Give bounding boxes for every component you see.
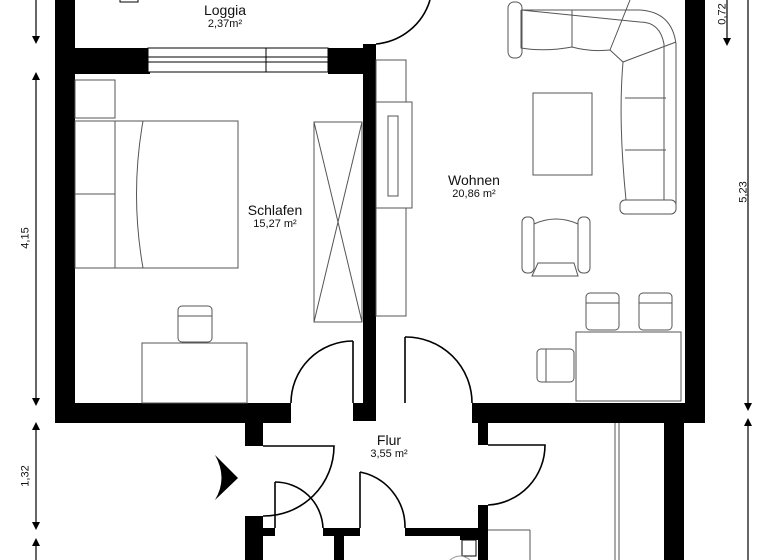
door-entrance[interactable] bbox=[262, 445, 335, 517]
door-bath-swing bbox=[274, 481, 324, 529]
dimension-label-right-living: 5,23 bbox=[737, 181, 750, 203]
door-living-swing bbox=[404, 336, 473, 404]
shelf-top bbox=[375, 59, 407, 103]
door-wc-swing bbox=[359, 471, 406, 529]
room-label-loggia: Loggia 2,37m² bbox=[204, 2, 246, 31]
dining-chair-1 bbox=[585, 292, 620, 331]
room-label-wohnen: Wohnen 20,86 m² bbox=[448, 172, 500, 201]
wall-left-outer bbox=[55, 0, 75, 423]
room-name: Schlafen bbox=[247, 202, 303, 218]
lower-rooms bbox=[449, 423, 620, 560]
wall-flur-left-top bbox=[245, 420, 263, 446]
wall-flur-right-top bbox=[478, 420, 488, 445]
tv bbox=[387, 115, 399, 197]
room-area: 20,86 m² bbox=[452, 188, 496, 200]
wall-flur-bottom-right bbox=[405, 528, 488, 536]
room-name: Flur bbox=[376, 432, 402, 448]
desk-chair bbox=[177, 305, 213, 343]
dining-chair-2 bbox=[638, 292, 673, 331]
room-name: Wohnen bbox=[448, 172, 500, 188]
door-loggia-swing[interactable] bbox=[375, 0, 431, 45]
dimension-label-right-loggia: 0,72 bbox=[716, 3, 729, 25]
wall-flur-left-ledge bbox=[245, 528, 275, 536]
sofa-armrest-left bbox=[507, 1, 523, 59]
room-label-flur: Flur 3,55 m² bbox=[370, 432, 407, 461]
coffee-table bbox=[532, 92, 593, 176]
walls bbox=[55, 0, 705, 560]
window-bedroom bbox=[147, 47, 329, 73]
room-area: 15,27 m² bbox=[253, 218, 297, 230]
bedroom-furniture bbox=[74, 79, 363, 404]
door-kitchen[interactable] bbox=[487, 444, 546, 506]
dimension-lines-right bbox=[723, 0, 752, 560]
wall-right-outer bbox=[685, 0, 705, 423]
wall-bedroom-living bbox=[363, 44, 376, 410]
room-area: 2,37m² bbox=[207, 18, 243, 30]
room-label-schlafen: Schlafen 15,27 m² bbox=[248, 202, 302, 231]
dining-table bbox=[575, 331, 682, 402]
dimension-label-left-bedroom: 4,15 bbox=[19, 227, 32, 249]
wall-flur-left-bottom bbox=[245, 516, 263, 560]
armchair bbox=[521, 216, 591, 277]
wall-flur-bottom-mid bbox=[323, 528, 360, 536]
door-bedroom-swing bbox=[290, 340, 354, 404]
entrance-arrow-icon bbox=[215, 455, 238, 500]
living-furniture bbox=[375, 0, 682, 402]
nightstand-top bbox=[74, 79, 116, 119]
dimension-label-left-flur: 1,32 bbox=[19, 465, 32, 487]
loggia-object bbox=[119, 0, 139, 3]
wall-right-lower bbox=[664, 420, 684, 560]
room-name: Loggia bbox=[203, 2, 247, 18]
dining-chair-3 bbox=[536, 348, 575, 383]
wall-living-bottom bbox=[472, 403, 697, 423]
shelf-bottom bbox=[375, 207, 407, 317]
wall-shaft-top bbox=[460, 536, 488, 540]
sofa-armrest-bottom bbox=[619, 199, 677, 215]
shaft-box bbox=[461, 539, 477, 557]
wall-flur-bottom-stem bbox=[334, 536, 344, 560]
wall-bedroom-top-left bbox=[55, 48, 150, 74]
desk bbox=[141, 342, 248, 404]
wall-bedroom-bottom bbox=[55, 403, 291, 423]
doors bbox=[262, 0, 546, 529]
room-area: 3,55 m² bbox=[370, 448, 408, 460]
wall-bedroom-bottom-stub bbox=[353, 403, 376, 421]
dimension-lines-left bbox=[32, 0, 40, 560]
